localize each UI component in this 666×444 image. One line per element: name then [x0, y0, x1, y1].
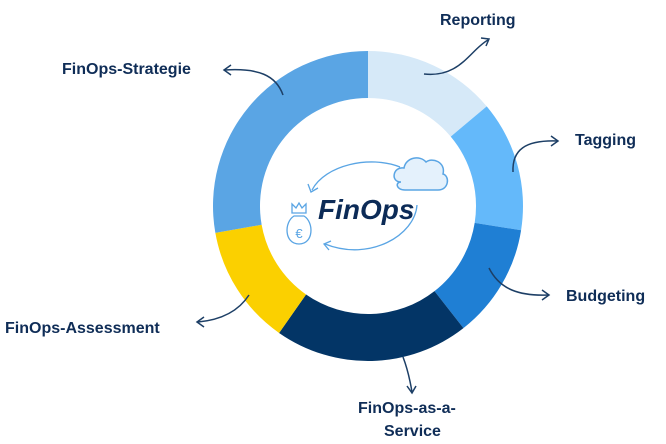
- label-reporting: Reporting: [440, 12, 516, 29]
- cycle-arrows-icon: [307, 161, 418, 251]
- ring-segment-reporting: [368, 51, 487, 137]
- cloud-icon: [393, 157, 449, 191]
- arrow-assessment: [197, 294, 250, 323]
- label-budgeting: Budgeting: [566, 288, 646, 305]
- label-strategie: FinOps-Strategie: [62, 61, 191, 78]
- arrow-budgeting: [488, 267, 549, 296]
- donut-ring: [213, 51, 523, 361]
- label-assessment: FinOps-Assessment: [5, 320, 160, 337]
- ring-segment-finops-assessment: [215, 224, 307, 333]
- label-tagging: Tagging: [575, 132, 637, 149]
- ring-segment-finops-strategie: [213, 51, 368, 233]
- arrow-reporting: [423, 39, 489, 76]
- arrow-service: [402, 356, 413, 393]
- svg-text:€: €: [295, 226, 303, 241]
- money-bag-euro-icon: €: [286, 201, 312, 245]
- arrow-tagging: [512, 140, 558, 173]
- label-service-line2: Service: [384, 423, 441, 440]
- arrow-strategie: [224, 68, 284, 96]
- ring-segment-tagging: [450, 106, 523, 231]
- label-service-line1: FinOps-as-a-: [358, 400, 456, 417]
- ring-segment-budgeting: [434, 222, 522, 329]
- connector-arrows: [195, 37, 560, 395]
- center-title: FinOps: [318, 194, 415, 225]
- ring-segment-finops-as-a-service: [279, 291, 464, 361]
